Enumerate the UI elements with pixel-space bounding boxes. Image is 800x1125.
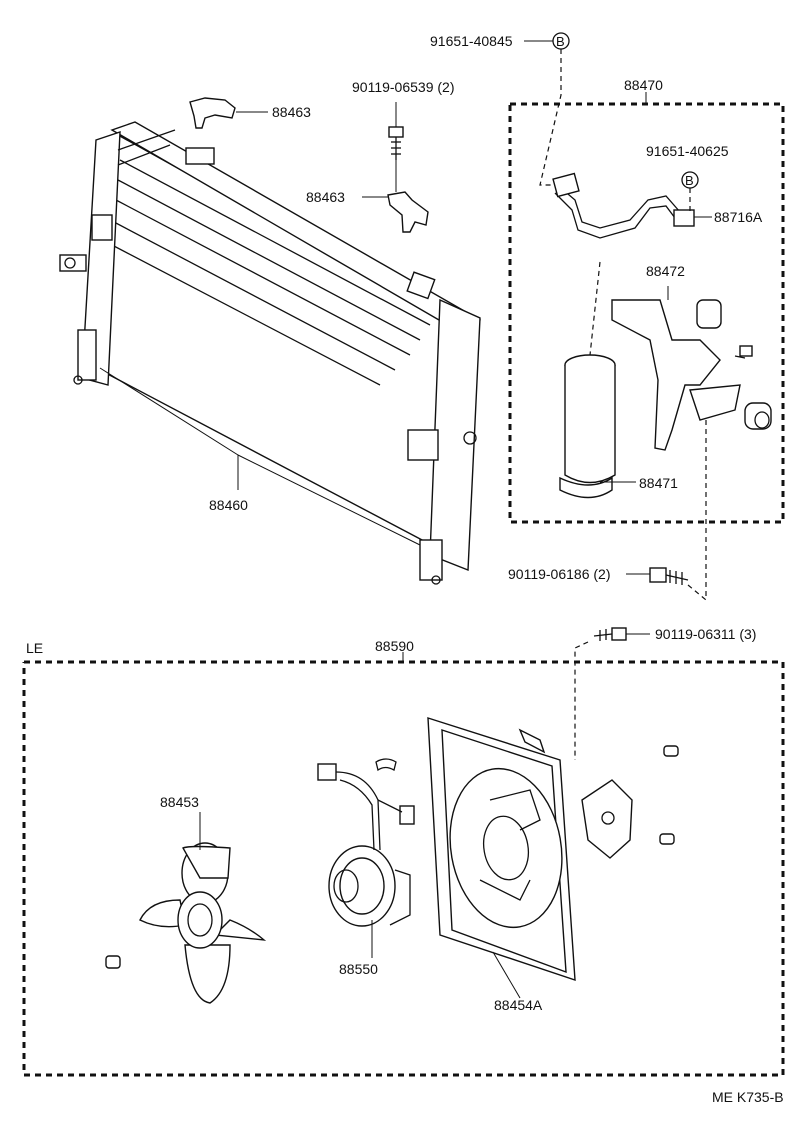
- marker-b-text-2: B: [685, 173, 694, 188]
- label-bracket-88472: 88472: [646, 263, 685, 279]
- label-88463-top: 88463: [272, 104, 311, 120]
- label-side-le: LE: [26, 640, 43, 656]
- label-fan-assy-88590: 88590: [375, 638, 414, 654]
- bolt-90119-06186: [626, 567, 707, 601]
- label-fan-motor-88550: 88550: [339, 961, 378, 977]
- marker-b-text-1: B: [556, 34, 565, 49]
- condenser-drawing: [59, 121, 481, 585]
- label-receiver-dryer-88471: 88471: [639, 475, 678, 491]
- label-tube-88716a: 88716A: [714, 209, 763, 225]
- label-88463-middle: 88463: [306, 189, 345, 205]
- label-fan-blade-88453: 88453: [160, 794, 199, 810]
- label-fan-shroud-88454a: 88454A: [494, 997, 543, 1013]
- bracket-88463-middle: [362, 160, 429, 233]
- receiver-assy-group: [508, 32, 785, 600]
- label-pipe-91651-40845: 91651-40845: [430, 33, 513, 49]
- footer-code: ME K735-B: [712, 1089, 784, 1105]
- fan-assy-group: [22, 627, 785, 1077]
- label-bolt-90119-06539: 90119-06539 (2): [352, 79, 454, 95]
- label-receiver-assy-88470: 88470: [624, 77, 663, 93]
- label-pipe-91651-40625: 91651-40625: [646, 143, 729, 159]
- label-bolt-90119-06311: 90119-06311 (3): [655, 626, 756, 642]
- label-condenser-88460: 88460: [209, 497, 248, 513]
- bolt-90119-06539: [388, 102, 404, 160]
- bracket-88463-top: [189, 97, 268, 129]
- label-bolt-90119-06186: 90119-06186 (2): [508, 566, 610, 582]
